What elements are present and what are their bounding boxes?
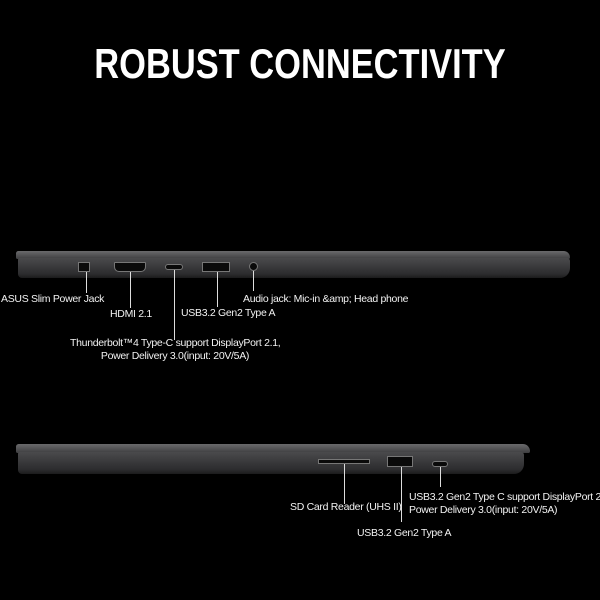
callout-line bbox=[401, 467, 402, 522]
callout-line bbox=[86, 272, 87, 293]
usb-c-label-line2: Power Delivery 3.0(input: 20V/5A) bbox=[409, 504, 558, 516]
callout-line bbox=[344, 464, 345, 504]
callout-line bbox=[217, 272, 218, 307]
thunderbolt-label-line2: Power Delivery 3.0(input: 20V/5A) bbox=[100, 350, 250, 362]
callout-line bbox=[130, 272, 131, 308]
usb-c-label-line1: USB3.2 Gen2 Type C support DisplayPort 2… bbox=[409, 491, 600, 503]
audio-jack-port bbox=[249, 262, 258, 271]
sd-card-slot bbox=[318, 459, 370, 464]
usb-c-label: USB3.2 Gen2 Type C support DisplayPort 2… bbox=[409, 491, 600, 517]
power-jack-port bbox=[78, 262, 90, 272]
usb-a-label: USB3.2 Gen2 Type A bbox=[181, 307, 276, 319]
hdmi-port bbox=[114, 262, 146, 272]
usb-c-port bbox=[432, 461, 448, 467]
usb-a-port bbox=[387, 456, 413, 467]
audio-jack-label: Audio jack: Mic-in &amp; Head phone bbox=[243, 293, 409, 305]
laptop-lid bbox=[16, 444, 530, 453]
thunderbolt-port bbox=[165, 264, 183, 270]
power-jack-label: ASUS Slim Power Jack bbox=[1, 293, 105, 305]
hdmi-label: HDMI 2.1 bbox=[110, 308, 152, 320]
usb-a-port bbox=[202, 262, 230, 272]
thunderbolt-label: Thunderbolt™4 Type-C support DisplayPort… bbox=[70, 337, 281, 363]
page-title: ROBUST CONNECTIVITY bbox=[94, 40, 506, 87]
laptop-base bbox=[18, 452, 524, 474]
callout-line bbox=[440, 467, 441, 487]
laptop-base bbox=[18, 258, 570, 278]
thunderbolt-label-line1: Thunderbolt™4 Type-C support DisplayPort… bbox=[70, 337, 281, 349]
callout-line bbox=[174, 270, 175, 340]
usb-a-label: USB3.2 Gen2 Type A bbox=[357, 527, 452, 539]
sd-card-label: SD Card Reader (UHS II) bbox=[290, 501, 402, 513]
callout-line bbox=[253, 271, 254, 291]
laptop-lid bbox=[16, 251, 570, 259]
